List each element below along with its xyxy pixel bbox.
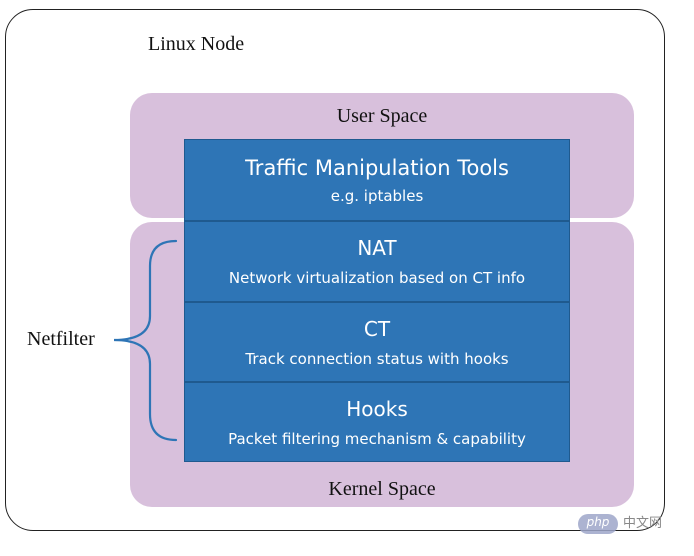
block-title: NAT xyxy=(357,236,397,260)
watermark: php 中文网 xyxy=(578,512,690,536)
block-title: CT xyxy=(363,317,391,341)
nat-block: NAT Network virtualization based on CT i… xyxy=(184,221,570,302)
ct-block: CT Track connection status with hooks xyxy=(184,302,570,382)
watermark-badge-text: php xyxy=(586,515,610,529)
traffic-manipulation-tools-block: Traffic Manipulation Tools e.g. iptables xyxy=(184,139,570,221)
block-title: Hooks xyxy=(346,397,408,421)
block-title: Traffic Manipulation Tools xyxy=(245,156,509,180)
watermark-badge-icon xyxy=(578,514,618,534)
block-subtitle: Packet filtering mechanism & capability xyxy=(228,430,526,448)
netfilter-label: Netfilter xyxy=(27,328,95,350)
block-subtitle: Network virtualization based on CT info xyxy=(228,269,526,287)
hooks-block: Hooks Packet filtering mechanism & capab… xyxy=(184,382,570,462)
kernel-space-label: Kernel Space xyxy=(328,478,436,500)
block-subtitle: e.g. iptables xyxy=(330,187,424,205)
block-subtitle: Track connection status with hooks xyxy=(245,350,509,368)
netfilter-brace-icon xyxy=(113,239,178,442)
watermark-text: 中文网 xyxy=(623,516,663,531)
user-space-label: User Space xyxy=(336,105,428,127)
linux-node-label: Linux Node xyxy=(148,33,245,55)
